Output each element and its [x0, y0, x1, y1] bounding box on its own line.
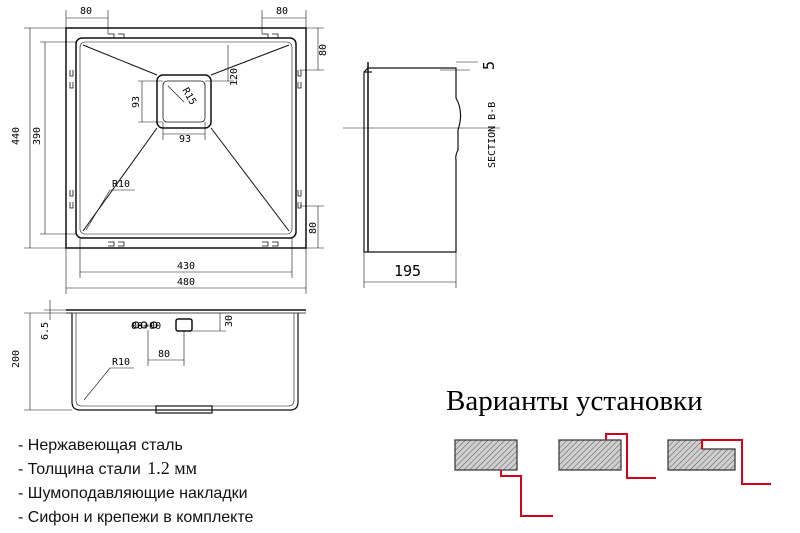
- dim-corner-radius-front: R10: [112, 357, 130, 368]
- spec-line-4: - Сифон и крепежи в комплекте: [18, 509, 254, 526]
- dim-height-inner: 390: [32, 127, 43, 145]
- dim-rim: 5: [480, 61, 498, 70]
- specs-list: - Нержавеющая сталь - Толщина стали 1.2 …: [18, 437, 254, 526]
- dim-drain-offset-front: 80: [158, 349, 170, 360]
- install-title: Варианты установки: [446, 385, 703, 417]
- overflow-label: 00+00: [131, 321, 161, 332]
- dim-width-outer: 480: [177, 277, 195, 288]
- spec-line-3: - Шумоподавляющие накладки: [18, 485, 248, 502]
- install-variant-flush: [667, 439, 771, 485]
- spec-line-1: - Нержавеющая сталь: [18, 437, 183, 454]
- dim-corner-radius-top: R10: [112, 179, 130, 190]
- dim-height-outer: 440: [11, 127, 22, 145]
- dim-depth: 195: [394, 262, 421, 280]
- dim-flange-right-bottom: 80: [308, 222, 319, 234]
- front-view: [24, 300, 306, 414]
- dim-flange-right-top: 80: [318, 44, 329, 56]
- dim-flange-top-right: 80: [276, 6, 288, 17]
- section-label: SECTION B-B: [487, 102, 498, 168]
- top-view-bowl-outline: [75, 37, 297, 239]
- dim-front-height: 200: [11, 350, 22, 368]
- spec-line-2-value: 1.2 мм: [147, 458, 197, 478]
- dim-drain-height: 93: [131, 96, 142, 108]
- top-view: [24, 10, 324, 294]
- dim-drain-width: 93: [179, 134, 191, 145]
- dim-width-inner: 430: [177, 261, 195, 272]
- spec-line-2-prefix: - Толщина стали: [18, 461, 141, 478]
- dim-rim-thickness: 6.5: [40, 322, 51, 340]
- dim-drain-offset: 120: [229, 68, 240, 86]
- install-variant-overmount: [558, 433, 656, 479]
- spec-line-2: - Толщина стали 1.2 мм: [18, 458, 197, 478]
- install-variant-undermount: [454, 439, 553, 517]
- top-view-drain: [156, 74, 212, 129]
- side-view: [343, 61, 500, 288]
- dim-drain-depth: 30: [224, 315, 235, 327]
- top-view-outer-outline: [65, 27, 307, 249]
- dim-flange-top-left: 80: [80, 6, 92, 17]
- dim-drain-radius: R15: [179, 86, 198, 107]
